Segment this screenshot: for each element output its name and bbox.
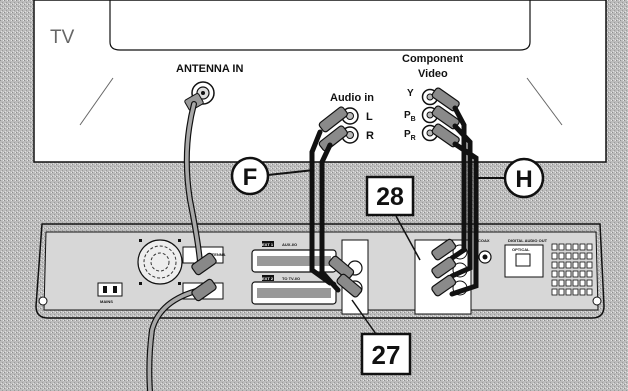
digital-audio-label: DIGITAL AUDIO OUT — [508, 238, 548, 243]
vent-slot — [572, 270, 579, 278]
optical-label: OPTICAL — [512, 247, 530, 252]
step-27-leader — [351, 299, 377, 335]
ext1-name-label: AUX-I/O — [282, 242, 297, 247]
audio-plugs — [318, 106, 348, 152]
ext2-name-label: TO TV-I/O — [282, 276, 300, 281]
vent-slot — [558, 270, 565, 278]
ext2-label: EXT 2 — [262, 276, 274, 281]
component-label-line2: Video — [418, 68, 448, 80]
antenna-in-label: ANTENNA IN — [176, 63, 243, 75]
vent-slot — [586, 261, 593, 269]
audio-cable-f — [309, 129, 363, 298]
step-27-box — [360, 332, 412, 376]
vent-slot — [586, 252, 593, 260]
vent-slot — [572, 261, 579, 269]
vent-slot — [558, 261, 565, 269]
step-28-leader — [395, 215, 421, 261]
vent-slot — [579, 243, 586, 251]
vent-slot — [586, 243, 593, 251]
vent-slot — [551, 288, 558, 296]
vent-slot — [558, 243, 565, 251]
step-27: 27 — [372, 340, 401, 370]
antenna-jack — [184, 81, 215, 111]
audio-in-label: Audio in — [330, 92, 374, 104]
tv-label: TV — [50, 27, 75, 48]
vent-slot — [558, 288, 565, 296]
vent-slot — [572, 243, 579, 251]
vent-grid — [551, 243, 593, 296]
mains-label: MAINS — [100, 299, 113, 304]
vent-slot — [551, 252, 558, 260]
vent-slot — [586, 270, 593, 278]
vent-slot — [579, 288, 586, 296]
callout-f-leader — [267, 169, 315, 176]
vent-slot — [579, 279, 586, 287]
vent-slot — [558, 279, 565, 287]
vent-slot — [579, 252, 586, 260]
callout-h-circle — [503, 157, 545, 199]
vent-slot — [551, 243, 558, 251]
audio-in-jacks — [341, 107, 359, 144]
component-cable-h — [431, 105, 479, 297]
coax-label: COAX — [478, 238, 490, 243]
vent-slot — [579, 261, 586, 269]
vent-slot — [565, 252, 572, 260]
vent-slot — [551, 270, 558, 278]
vent-slot — [572, 279, 579, 287]
vent-slot — [558, 252, 565, 260]
vent-slot — [565, 261, 572, 269]
vent-slot — [551, 279, 558, 287]
vent-slot — [551, 261, 558, 269]
component-label-line1: Component — [402, 53, 463, 65]
callout-f: F — [243, 164, 258, 191]
vent-slot — [586, 288, 593, 296]
step-28-box — [365, 175, 415, 217]
vent-slot — [565, 279, 572, 287]
audio-right-label: R — [366, 130, 374, 142]
vent-slot — [565, 288, 572, 296]
component-pr-label: PR — [404, 129, 416, 142]
antenna-socket-label: ANTENNA — [206, 252, 226, 257]
vent-slot — [572, 288, 579, 296]
antenna-cables — [146, 101, 217, 391]
vent-slot — [565, 243, 572, 251]
vent-slot — [572, 252, 579, 260]
callout-f-circle — [230, 156, 270, 196]
audio-left-label: L — [366, 111, 373, 123]
callout-h: H — [515, 166, 532, 193]
ext1-label: EXT 1 — [262, 242, 274, 247]
vent-slot — [586, 279, 593, 287]
component-pb-label: PB — [404, 110, 416, 123]
vent-slot — [565, 270, 572, 278]
step-28: 28 — [376, 183, 404, 211]
vent-slot — [579, 270, 586, 278]
component-y-label: Y — [407, 88, 414, 99]
